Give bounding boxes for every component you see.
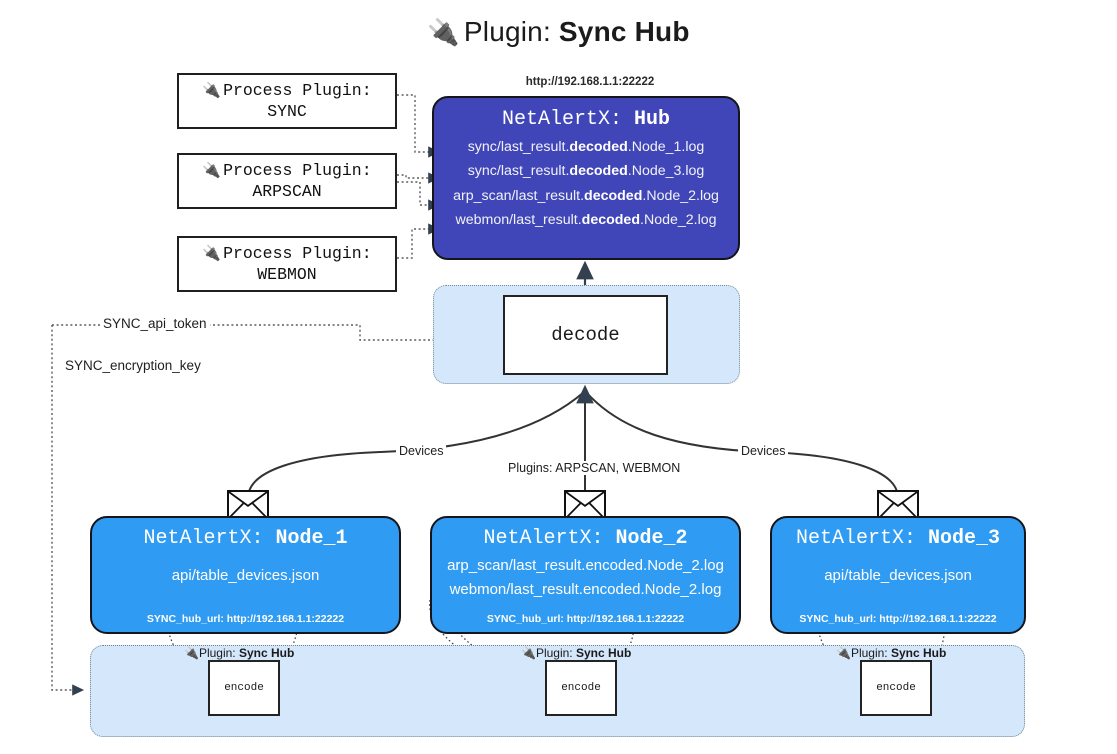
node-hub-url: SYNC_hub_url: http://192.168.1.1:22222 [486, 613, 685, 625]
encode-box-1[interactable]: encode [208, 660, 280, 716]
encode-caption-name: Sync Hub [575, 646, 632, 660]
node-title-prefix: NetAlertX: [483, 527, 616, 550]
hub-title-prefix: NetAlertX: [501, 108, 634, 131]
hub-title-name: Hub [634, 108, 671, 131]
node-title-prefix: NetAlertX: [143, 527, 276, 550]
encode-caption-prefix: Plugin: [850, 646, 891, 660]
log-post: .Node_2.log [640, 212, 717, 229]
node-title-name: Node_1 [275, 527, 348, 550]
page-title-name: Sync Hub [558, 16, 690, 47]
node-hub-url: SYNC_hub_url: http://192.168.1.1:22222 [799, 613, 997, 625]
node-title-prefix: NetAlertX: [795, 527, 928, 550]
hub-log-row: sync/last_result.decoded.Node_3.log [438, 159, 734, 183]
hub-title: NetAlertX: Hub [434, 108, 738, 131]
devices-label-right: Devices [738, 444, 789, 458]
page-title: 🔌Plugin: Sync Hub [0, 16, 1117, 48]
page-title-prefix: Plugin: [463, 16, 559, 47]
log-post: .Node_2.log [642, 187, 719, 204]
log-pre: sync/last_result. [467, 163, 570, 180]
encode-caption-name: Sync Hub [238, 646, 295, 660]
process-plugin-label: Process Plugin: [223, 160, 372, 180]
plug-icon: 🔌 [202, 80, 222, 99]
log-post: .Node_3.log [627, 163, 705, 180]
encode-box-2[interactable]: encode [545, 660, 617, 716]
process-plugin-webmon[interactable]: 🔌 Process Plugin: WEBMON [177, 236, 397, 292]
devices-label-left: Devices [396, 444, 447, 458]
plug-icon: 🔌 [427, 17, 460, 47]
plugins-label-center: Plugins: ARPSCAN, WEBMON [505, 461, 684, 475]
node-line: api/table_devices.json [824, 567, 972, 584]
log-mid: decoded [581, 212, 640, 229]
node-title: NetAlertX: Node_2 [432, 527, 739, 550]
encode-caption-name: Sync Hub [890, 646, 947, 660]
node-title-name: Node_2 [615, 527, 688, 550]
node-title-name: Node_3 [928, 527, 1001, 550]
plug-icon: 🔌 [836, 646, 851, 660]
node-line: webmon/last_result.encoded.Node_2.log [449, 581, 722, 599]
log-mid: decoded [584, 187, 643, 204]
log-mid: decoded [569, 139, 628, 155]
node-line-list: arp_scan/last_result.encoded.Node_2.log … [432, 554, 739, 603]
encode-caption-prefix: Plugin: [198, 646, 239, 660]
log-pre: arp_scan/last_result. [453, 187, 585, 204]
node-line: arp_scan/last_result.encoded.Node_2.log [447, 557, 724, 574]
node-card-1[interactable]: NetAlertX: Node_1 api/table_devices.json… [90, 516, 401, 634]
node-hub-url: SYNC_hub_url: http://192.168.1.1:22222 [146, 613, 345, 625]
process-plugin-name: ARPSCAN [252, 182, 322, 201]
node-card-2[interactable]: NetAlertX: Node_2 arp_scan/last_result.e… [430, 516, 741, 634]
hub-log-row: arp_scan/last_result.decoded.Node_2.log [438, 184, 734, 208]
sync-api-token-label: SYNC_api_token [100, 316, 210, 331]
process-plugin-label: Process Plugin: [223, 243, 372, 263]
log-mid: decoded [569, 163, 628, 180]
process-plugin-name: SYNC [267, 102, 307, 121]
process-plugin-arpscan[interactable]: 🔌 Process Plugin: ARPSCAN [177, 153, 397, 209]
node-line-list: api/table_devices.json [772, 564, 1024, 588]
envelope-icon [877, 490, 919, 520]
encode-caption-prefix: Plugin: [535, 646, 576, 660]
sync-encryption-key-label: SYNC_encryption_key [62, 358, 204, 373]
encode-caption-3: 🔌Plugin: Sync Hub [836, 646, 946, 660]
log-pre: sync/last_result. [467, 139, 570, 155]
hub-log-row: webmon/last_result.decoded.Node_2.log [438, 208, 734, 232]
log-post: .Node_1.log [627, 139, 705, 155]
process-plugin-sync[interactable]: 🔌 Process Plugin: SYNC [177, 73, 397, 129]
log-pre: webmon/last_result. [455, 212, 582, 229]
decode-box[interactable]: decode [503, 295, 668, 375]
encode-box-3[interactable]: encode [860, 660, 932, 716]
plug-icon: 🔌 [202, 243, 222, 262]
hub-node[interactable]: NetAlertX: Hub sync/last_result.decoded.… [432, 96, 740, 260]
plug-icon: 🔌 [184, 646, 199, 660]
process-plugin-name: WEBMON [257, 265, 317, 284]
plug-icon: 🔌 [202, 160, 222, 179]
node-line: api/table_devices.json [171, 567, 320, 584]
encode-caption-1: 🔌Plugin: Sync Hub [184, 646, 294, 660]
hub-log-row: sync/last_result.decoded.Node_1.log [438, 135, 734, 159]
plug-icon: 🔌 [521, 646, 536, 660]
node-line-list: api/table_devices.json [92, 564, 399, 588]
encode-caption-2: 🔌Plugin: Sync Hub [521, 646, 631, 660]
hub-log-list: sync/last_result.decoded.Node_1.log sync… [434, 135, 738, 233]
process-plugin-label: Process Plugin: [223, 80, 372, 100]
node-card-3[interactable]: NetAlertX: Node_3 api/table_devices.json… [770, 516, 1026, 634]
node-title: NetAlertX: Node_1 [92, 527, 399, 550]
node-title: NetAlertX: Node_3 [772, 527, 1024, 550]
hub-url-label: http://192.168.1.1:22222 [525, 76, 655, 88]
